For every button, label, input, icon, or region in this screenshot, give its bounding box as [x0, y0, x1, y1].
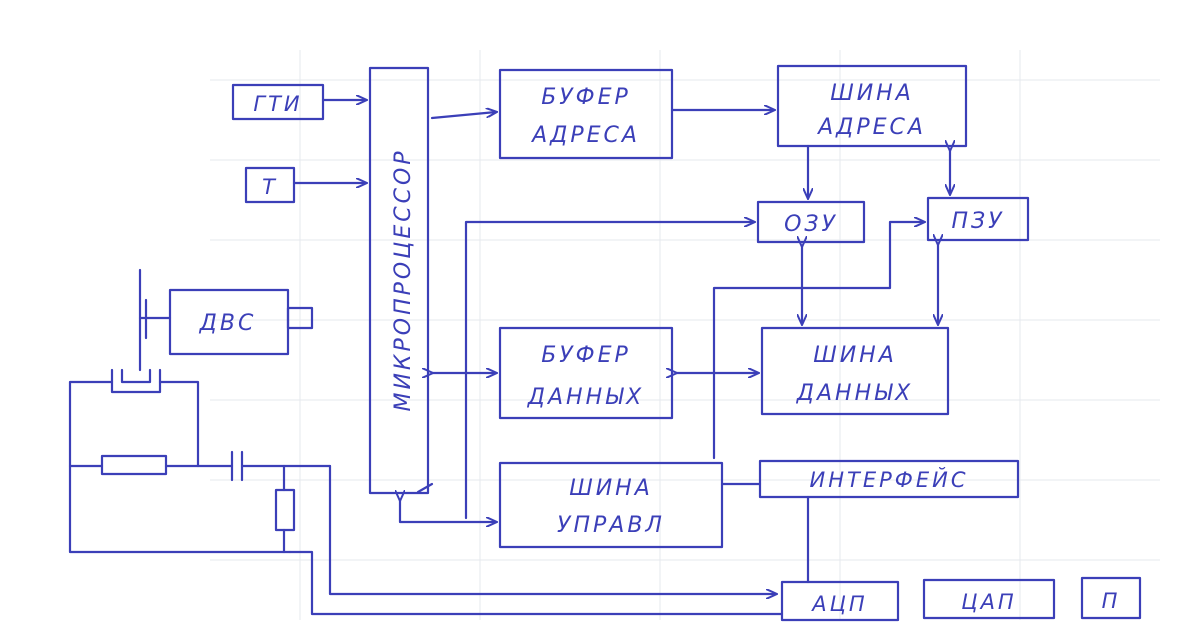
p-block: П	[1080, 576, 1142, 620]
engine-label: ДВС	[199, 311, 257, 336]
control-bus-label-1: ШИНА	[569, 476, 653, 501]
rom-block: ПЗУ	[926, 196, 1030, 242]
t-block: Т	[244, 166, 296, 204]
dac-label: ЦАП	[961, 590, 1016, 614]
data-bus-label-2: ДАННЫХ	[796, 381, 913, 406]
connection-lines	[292, 100, 950, 584]
interface-label: ИНТЕРФЕЙС	[810, 467, 969, 492]
adc-block: АЦП	[780, 580, 900, 622]
sensor-circuit	[68, 268, 784, 616]
address-buffer-label-2: АДРЕСА	[530, 123, 640, 148]
address-bus-label-1: ШИНА	[830, 81, 914, 106]
rom-label: ПЗУ	[951, 209, 1004, 234]
adc-label: АЦП	[810, 592, 867, 616]
control-bus-label-2: УПРАВЛ	[557, 513, 665, 538]
data-bus-label-1: ШИНА	[813, 343, 897, 368]
data-bus-block: ШИНА ДАННЫХ	[760, 326, 950, 416]
address-buffer-block: БУФЕР АДРЕСА	[498, 68, 674, 160]
gti-block: ГТИ	[231, 83, 325, 121]
t-label: Т	[262, 175, 278, 199]
ram-label: ОЗУ	[784, 212, 838, 237]
data-buffer-label-2: ДАННЫХ	[527, 385, 644, 410]
paper-grid	[210, 50, 1160, 620]
data-buffer-label-1: БУФЕР	[541, 343, 631, 368]
engine-block: ДВС	[168, 288, 314, 356]
ram-block: ОЗУ	[756, 200, 866, 244]
address-buffer-label-1: БУФЕР	[541, 85, 631, 110]
microprocessor-block: МИКРОПРОЦЕССОР	[368, 66, 430, 495]
interface-block: ИНТЕРФЕЙС	[758, 459, 1020, 499]
gti-label: ГТИ	[253, 92, 302, 116]
p-label: П	[1102, 589, 1121, 613]
data-buffer-block: БУФЕР ДАННЫХ	[498, 326, 674, 420]
microprocessor-label: МИКРОПРОЦЕССОР	[391, 148, 416, 411]
dac-block: ЦАП	[922, 578, 1056, 620]
control-bus-block: ШИНА УПРАВЛ	[498, 461, 724, 549]
address-bus-block: ШИНА АДРЕСА	[776, 64, 968, 148]
address-bus-label-2: АДРЕСА	[816, 115, 926, 140]
